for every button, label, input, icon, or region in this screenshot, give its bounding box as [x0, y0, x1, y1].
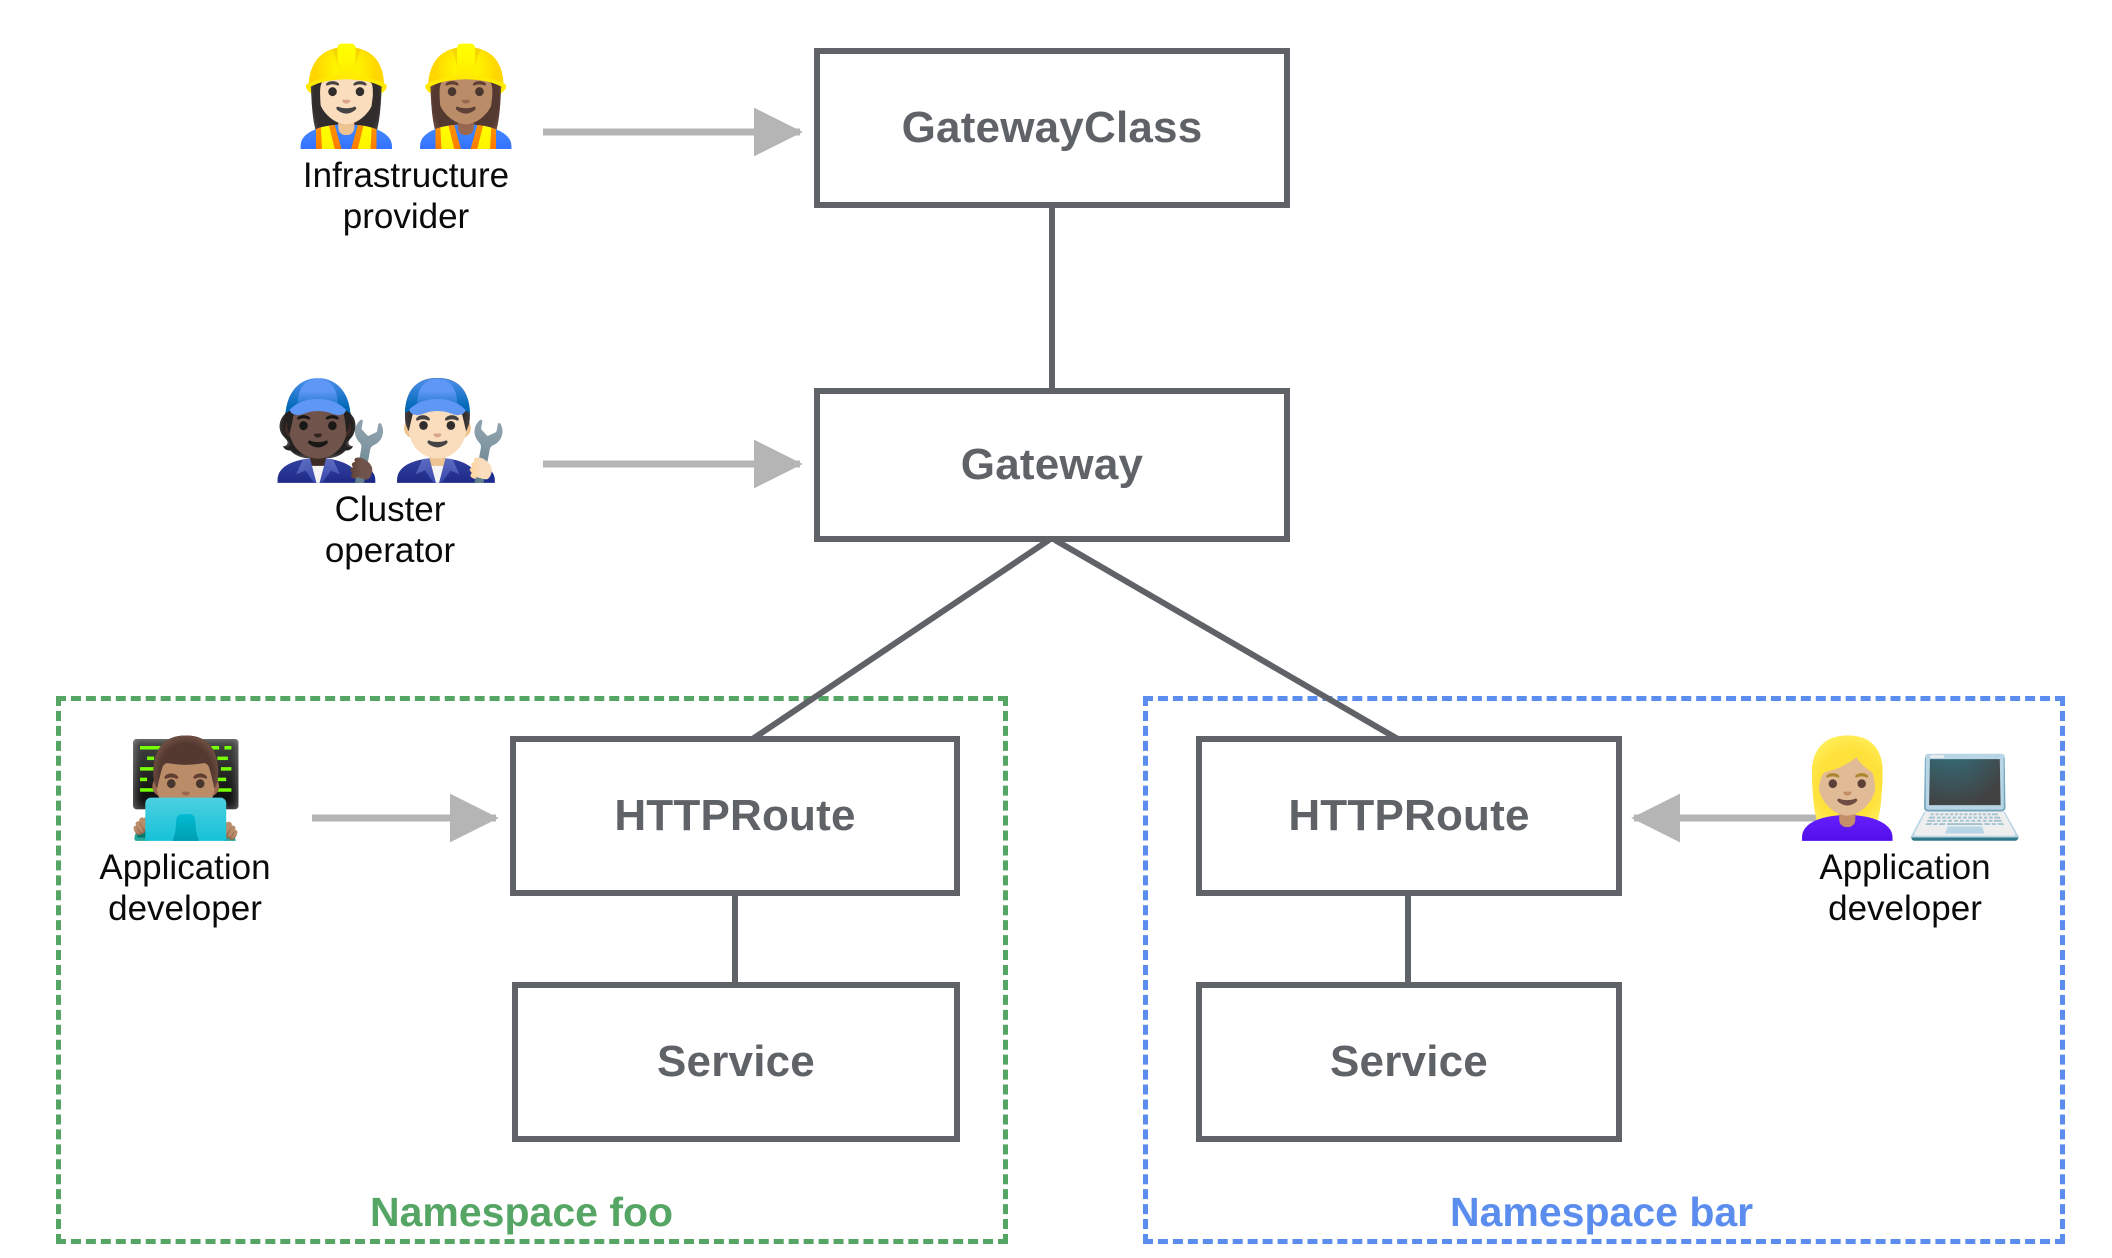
persona-label-cluster-operator: Cluster operator	[200, 490, 580, 571]
gatewayclass-box[interactable]: GatewayClass	[814, 48, 1290, 208]
namespace-foo-container	[56, 696, 1008, 1244]
persona-label-line2: developer	[108, 888, 262, 928]
service-bar-label: Service	[1330, 1037, 1488, 1086]
persona-cluster-operator: 🧑🏿‍🔧👨🏻‍🔧 Cluster operator	[200, 382, 580, 571]
gatewayclass-label: GatewayClass	[901, 103, 1203, 152]
httproute-bar-label: HTTPRoute	[1288, 791, 1530, 840]
persona-app-developer-bar: 👱🏼‍♀️💻 Application developer	[1760, 740, 2050, 929]
gateway-box[interactable]: Gateway	[814, 388, 1290, 542]
service-bar-box[interactable]: Service	[1196, 982, 1622, 1142]
construction-workers-emoji: 👷🏻‍♀️👷🏽‍♀️	[286, 43, 526, 150]
persona-infrastructure-provider: 👷🏻‍♀️👷🏽‍♀️ Infrastructure provider	[216, 48, 596, 237]
persona-label-line1: Infrastructure	[302, 155, 510, 195]
mechanics-emoji: 🧑🏿‍🔧👨🏻‍🔧	[270, 377, 510, 484]
woman-technologist-emoji: 👱🏼‍♀️💻	[1787, 735, 2024, 842]
persona-label-line2: provider	[342, 196, 470, 236]
man-technologist-emoji: 👨🏽‍💻	[126, 735, 246, 842]
persona-label-line2: developer	[1828, 888, 1982, 928]
httproute-foo-box[interactable]: HTTPRoute	[510, 736, 960, 896]
namespace-foo-title: Namespace foo	[364, 1192, 680, 1233]
gateway-label: Gateway	[960, 440, 1144, 489]
persona-app-developer-foo: 👨🏽‍💻 Application developer	[40, 740, 330, 929]
persona-label-line1: Application	[1819, 847, 1991, 887]
persona-label-line1: Application	[99, 847, 271, 887]
persona-label-app-developer-bar: Application developer	[1760, 848, 2050, 929]
namespace-bar-title: Namespace bar	[1444, 1192, 1760, 1233]
namespace-bar-container	[1143, 696, 2065, 1244]
httproute-foo-label: HTTPRoute	[614, 791, 856, 840]
persona-label-app-developer-foo: Application developer	[40, 848, 330, 929]
persona-label-infrastructure-provider: Infrastructure provider	[216, 156, 596, 237]
service-foo-label: Service	[657, 1037, 815, 1086]
httproute-bar-box[interactable]: HTTPRoute	[1196, 736, 1622, 896]
persona-label-line2: operator	[324, 530, 456, 570]
service-foo-box[interactable]: Service	[512, 982, 960, 1142]
persona-label-line1: Cluster	[334, 489, 446, 529]
